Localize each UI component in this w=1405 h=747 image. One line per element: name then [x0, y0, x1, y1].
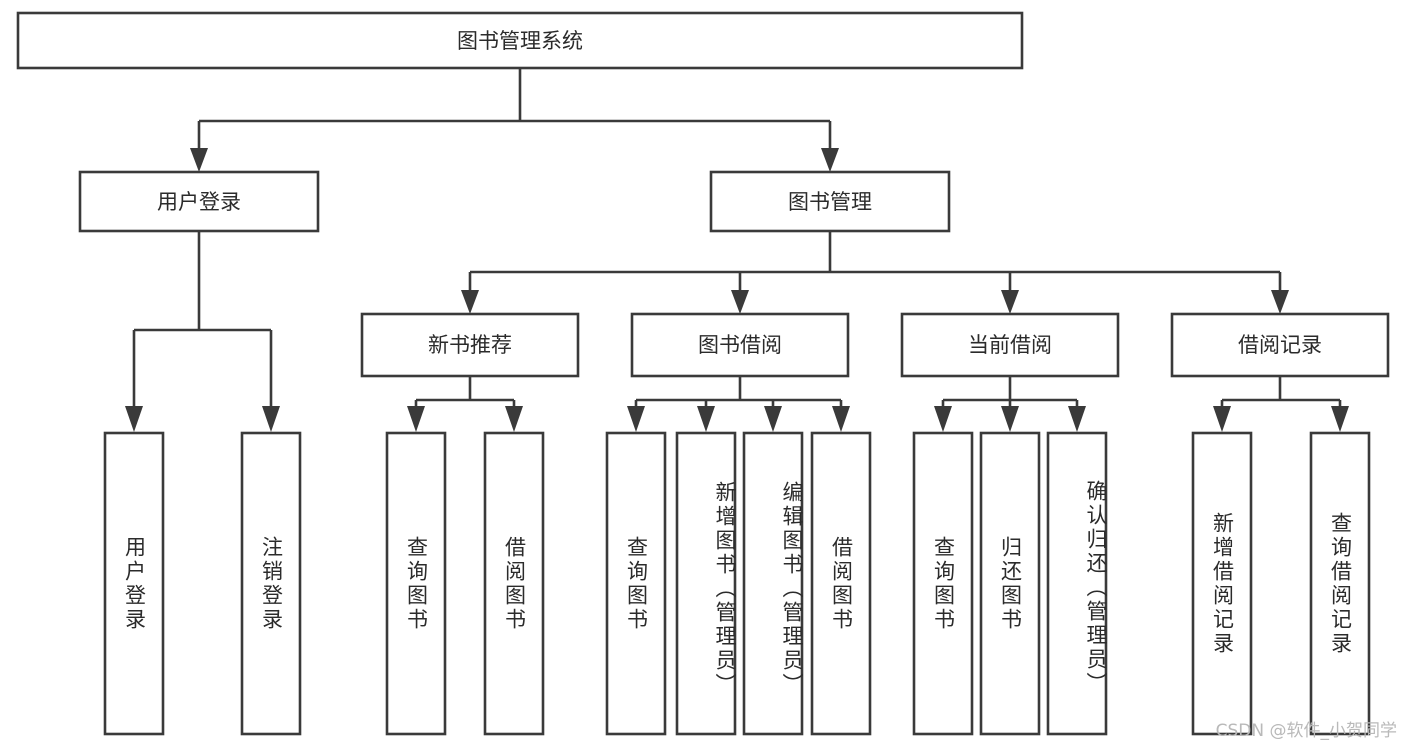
arrow-head-borrowbook-leaf-4: [832, 406, 850, 432]
arrow-head-to-borrow-record: [1271, 290, 1289, 314]
connector-group-borrow-book-to-leaves: [627, 376, 850, 432]
node-box-book-borrow[interactable]: [630, 312, 850, 378]
arrow-head-current-leaf-3: [1068, 406, 1086, 432]
arrow-head-user-leaf-2: [262, 406, 280, 432]
node-box-leaf-5[interactable]: [675, 431, 737, 736]
connector-group-new-book-to-leaves: [407, 376, 523, 432]
node-box-book-manage[interactable]: [709, 170, 951, 233]
arrow-head-to-book-manage: [821, 148, 839, 172]
node-box-new-book-recommend[interactable]: [360, 312, 580, 378]
node-box-leaf-6[interactable]: [742, 431, 804, 736]
node-box-root[interactable]: [16, 11, 1024, 70]
connector-group-current-borrow-to-leaves: [934, 376, 1086, 432]
arrow-head-user-leaf-1: [125, 406, 143, 432]
arrow-head-to-new-book: [461, 290, 479, 314]
node-label-new-book-recommend: 新书推荐: [428, 333, 512, 357]
arrow-head-borrowbook-leaf-3: [764, 406, 782, 432]
node-label-book-manage: 图书管理: [788, 190, 872, 214]
node-box-current-borrow[interactable]: [900, 312, 1120, 378]
node-label-current-borrow: 当前借阅: [968, 333, 1052, 357]
arrow-head-record-leaf-2: [1331, 406, 1349, 432]
arrow-head-current-leaf-2: [1001, 406, 1019, 432]
node-box-leaf-2[interactable]: [385, 431, 447, 736]
node-box-leaf-7[interactable]: [810, 431, 872, 736]
connector-group-root-to-level2: [190, 68, 839, 172]
node-box-leaf-1[interactable]: [240, 431, 302, 736]
node-box-leaf-0[interactable]: [103, 431, 165, 736]
arrow-head-borrowbook-leaf-2: [697, 406, 715, 432]
connector-group-user-login-to-leaves: [125, 231, 280, 432]
node-label-user-login: 用户登录: [157, 190, 241, 214]
arrow-head-newbook-leaf-2: [505, 406, 523, 432]
arrow-head-to-user-login: [190, 148, 208, 172]
node-box-leaf-11[interactable]: [1191, 431, 1253, 736]
connector-group-borrow-record-to-leaves: [1213, 376, 1349, 432]
node-box-borrow-record[interactable]: [1170, 312, 1390, 378]
arrow-head-to-borrow-book: [731, 290, 749, 314]
arrow-head-borrowbook-leaf-1: [627, 406, 645, 432]
node-label-book-borrow: 图书借阅: [698, 333, 782, 357]
node-box-leaf-4[interactable]: [605, 431, 667, 736]
node-label-root: 图书管理系统: [457, 29, 583, 53]
arrow-head-newbook-leaf-1: [407, 406, 425, 432]
connector-group-book-manage-to-level3: [461, 231, 1289, 314]
arrow-head-current-leaf-1: [934, 406, 952, 432]
node-label-borrow-record: 借阅记录: [1238, 333, 1322, 357]
node-box-user-login[interactable]: [78, 170, 320, 233]
node-box-leaf-10[interactable]: [1046, 431, 1108, 736]
node-box-leaf-9[interactable]: [979, 431, 1041, 736]
arrow-head-record-leaf-1: [1213, 406, 1231, 432]
node-box-leaf-8[interactable]: [912, 431, 974, 736]
node-box-leaf-3[interactable]: [483, 431, 545, 736]
node-box-leaf-12[interactable]: [1309, 431, 1371, 736]
arrow-head-to-current-borrow: [1001, 290, 1019, 314]
